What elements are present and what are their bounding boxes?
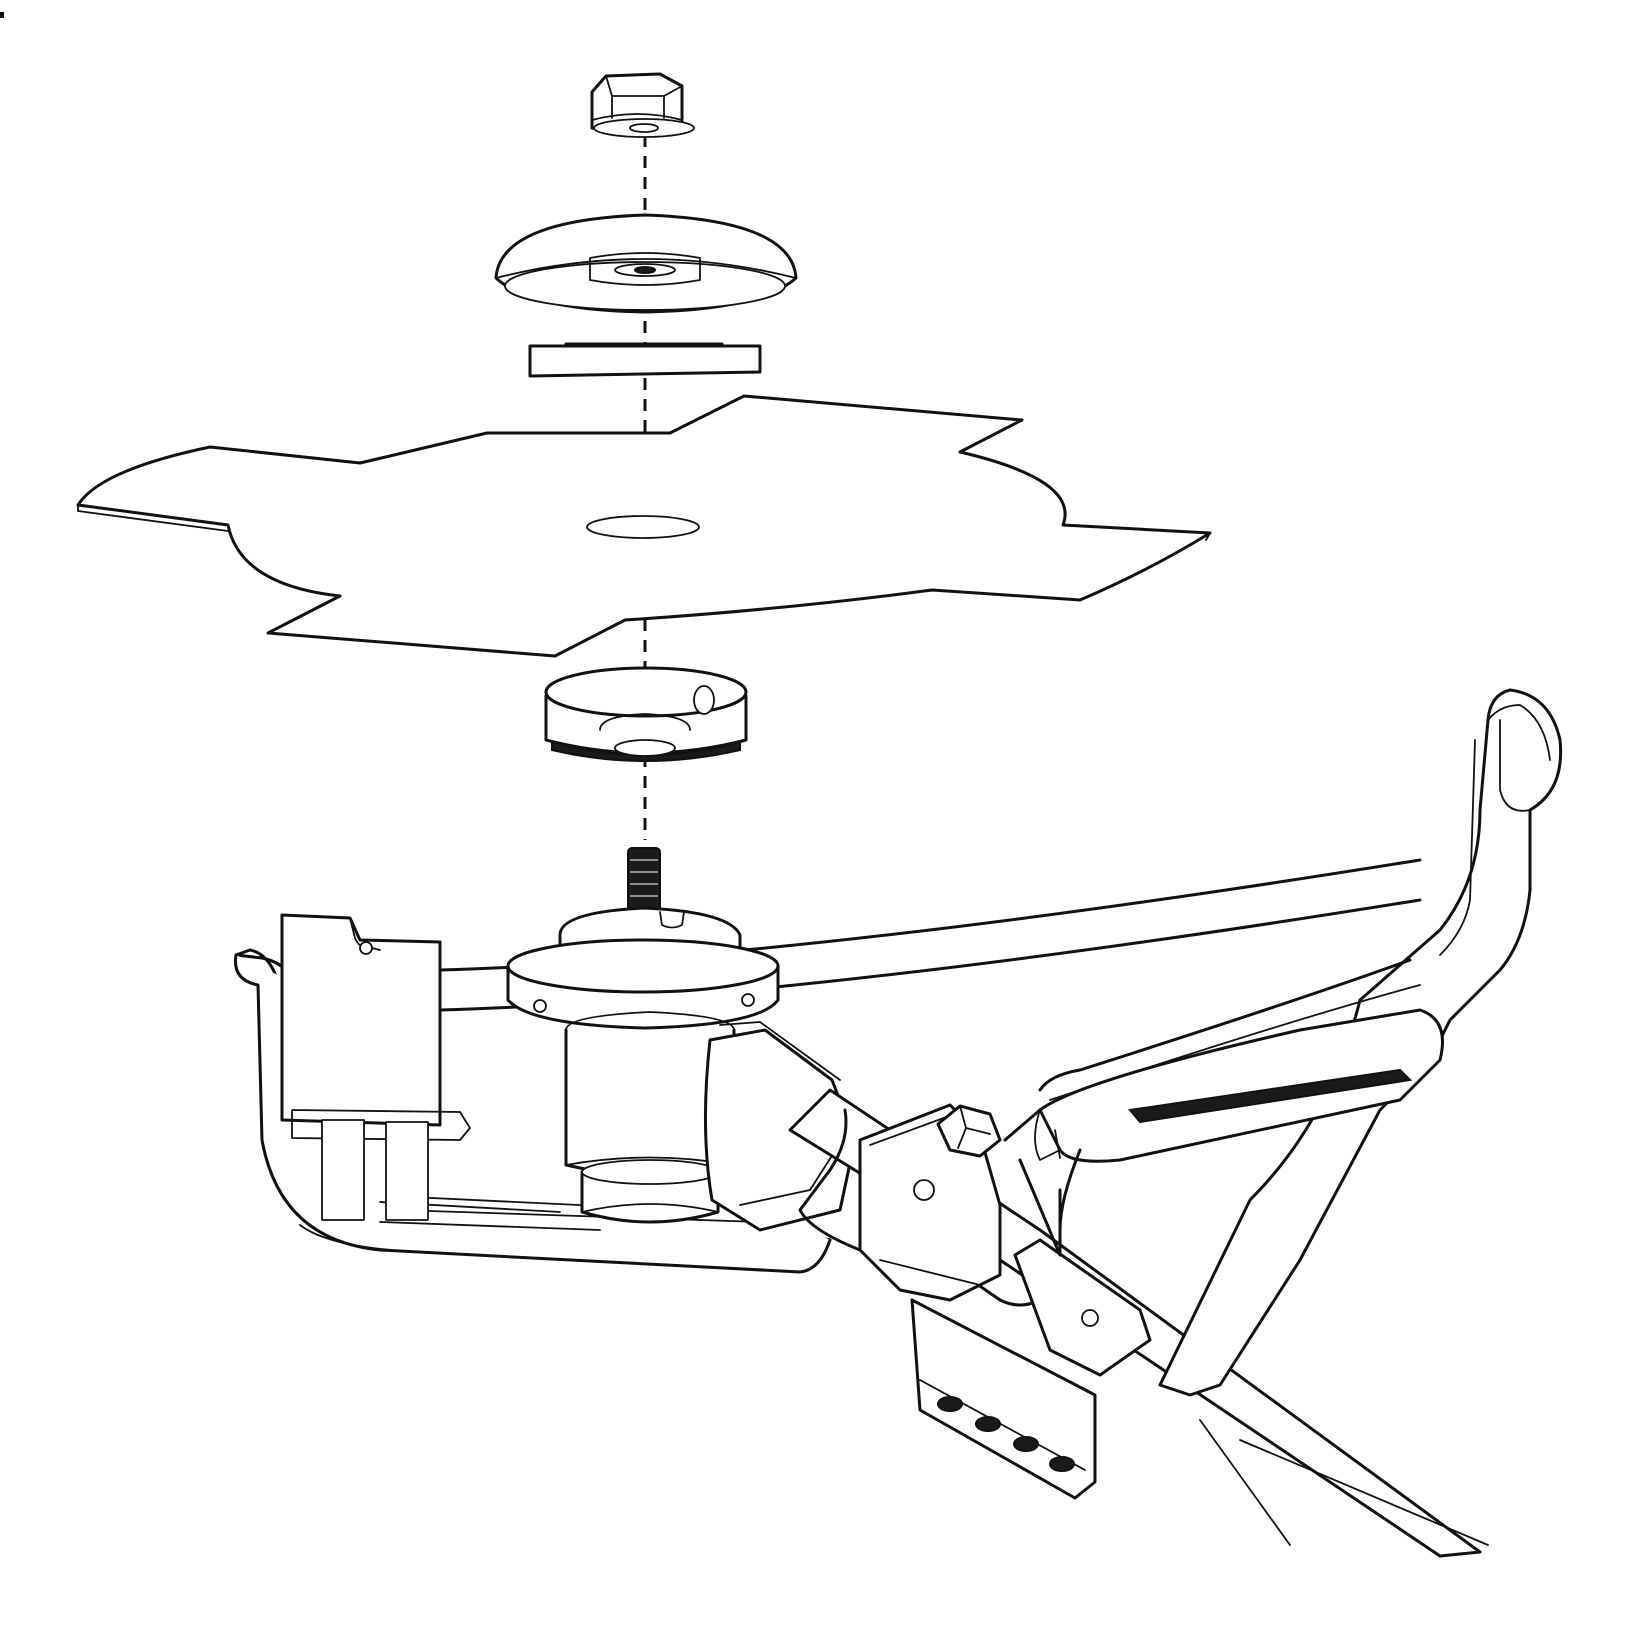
gear-head: [506, 906, 857, 1232]
mounting-clamp: [858, 1103, 1152, 1500]
lower-flange: [544, 666, 748, 762]
four-tooth-blade: [76, 394, 1212, 658]
threaded-shaft: [627, 847, 661, 914]
thrust-washer: [528, 342, 762, 378]
blade-nut: [590, 72, 695, 138]
clip-teeth: [937, 1396, 1075, 1472]
protective-cup: [494, 213, 798, 314]
handle: [1003, 688, 1563, 1397]
edge-mark: [0, 12, 4, 18]
